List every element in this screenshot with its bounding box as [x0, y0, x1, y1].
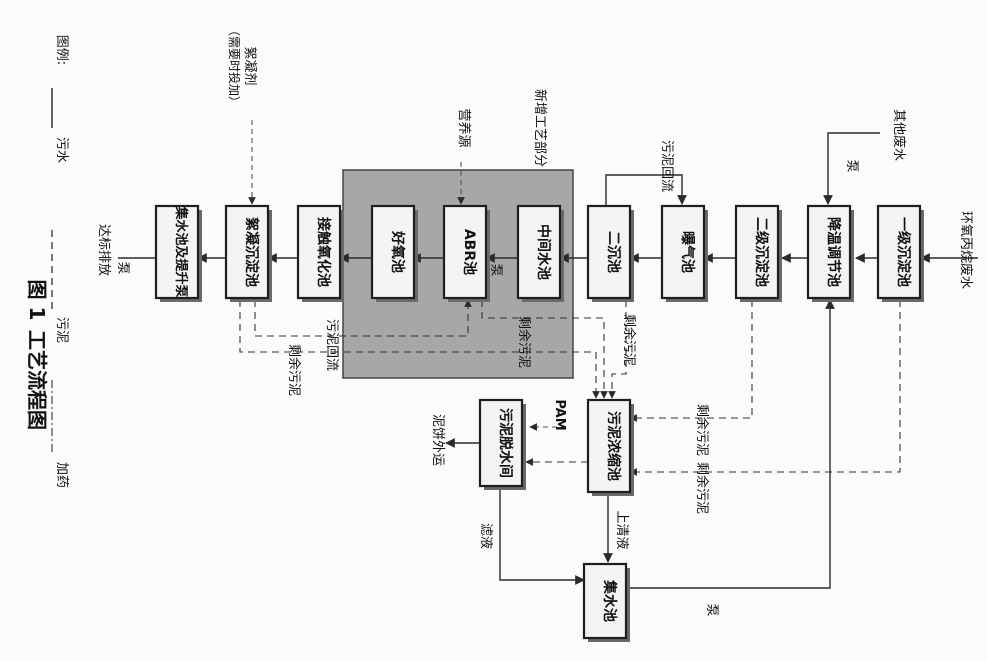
label-filtrate: 滤液	[478, 523, 493, 549]
label-pump-3: 泵	[115, 261, 130, 274]
label-cake-out: 泥饼外运	[430, 414, 445, 466]
box-contact-oxidation: 接触氧化池	[296, 204, 344, 302]
label-intermediate-tank: 中间水池	[535, 224, 552, 280]
label-sludge-thickener: 污泥浓缩池	[605, 411, 622, 481]
label-excess-sludge-4: 剩余污泥	[694, 404, 710, 456]
label-nutrient: 营养源	[456, 108, 472, 147]
box-abr-tank: ABR池	[442, 204, 490, 302]
filtrate-line	[499, 488, 585, 585]
label-excess-sludge-5: 剩余污泥	[694, 462, 710, 514]
label-pam: PAM	[552, 399, 567, 430]
label-contact-oxidation: 接触氧化池	[315, 217, 332, 287]
label-discharge: 达标排放	[96, 224, 111, 276]
label-sludge-return-1: 污泥回流	[659, 140, 674, 192]
label-excess-sludge-2: 剩余污泥	[621, 314, 637, 366]
label-pump-1: 泵	[844, 159, 859, 172]
box-coag-settling: 絮凝沉淀池	[224, 204, 272, 302]
label-aeration-tank: 曝气池	[679, 231, 696, 273]
label-sludge-dewatering: 污泥脱水间	[497, 408, 514, 478]
legend-item-sewage: 污水	[54, 137, 69, 163]
box-secondary-clarifier: 二级沉淀池	[734, 204, 782, 302]
legend-item-dosing: 加药	[54, 462, 69, 488]
label-pump-4: 泵	[704, 603, 719, 616]
figure-number: 图 1	[25, 280, 49, 321]
box-final-clarifier: 二沉池	[586, 204, 634, 302]
label-pump-2: 泵	[488, 263, 503, 276]
box-aeration-tank: 曝气池	[660, 204, 708, 302]
box-primary-clarifier: 一级沉淀池	[876, 204, 924, 302]
box-sludge-dewatering: 污泥脱水间	[478, 398, 526, 490]
sludge-return-loop	[605, 174, 687, 206]
label-collection-tank: 集水池	[601, 579, 618, 622]
other-wastewater-line	[823, 132, 880, 205]
label-flocculant-note: （需要时投加）	[227, 24, 242, 108]
label-other-wastewater: 其他废水	[891, 109, 907, 161]
label-flocculant: 絮凝剂	[242, 46, 258, 85]
collection-return-line	[628, 299, 835, 589]
label-final-clarifier: 二沉池	[605, 231, 622, 273]
label-primary-clarifier: 一级沉淀池	[895, 217, 912, 287]
figure-title: 工艺流程图	[25, 330, 49, 430]
box-collection-lift: 集水池及提升泵	[154, 204, 202, 302]
label-influent: 环氧丙烷废水	[958, 211, 974, 289]
legend: 图例: 污水 污泥 加药	[51, 35, 69, 488]
dosing-lines	[248, 120, 566, 431]
box-aerobic-tank: 好氧池	[370, 204, 418, 302]
box-collection-tank: 集水池	[582, 562, 630, 642]
box-intermediate-tank: 中间水池	[516, 204, 564, 302]
label-aerobic-tank: 好氧池	[389, 230, 406, 273]
label-collection-lift: 集水池及提升泵	[173, 205, 189, 297]
box-sludge-thickener: 污泥浓缩池	[586, 398, 634, 496]
label-sludge-return-2: 污泥回流	[324, 319, 339, 371]
label-supernatant: 上清液	[614, 510, 629, 549]
label-abr-tank: ABR池	[461, 229, 478, 275]
label-excess-sludge-3: 剩余污泥	[286, 344, 302, 396]
label-secondary-clarifier: 二级沉淀池	[753, 217, 770, 287]
legend-title: 图例:	[54, 35, 69, 65]
legend-item-sludge: 污泥	[54, 317, 69, 343]
box-cooling-tank: 降温调节池	[806, 204, 854, 302]
sludge-lines	[239, 299, 901, 476]
label-excess-sludge-1: 剩余污泥	[516, 316, 532, 368]
label-new-section: 新增工艺部分	[532, 89, 548, 167]
label-coag-settling: 絮凝沉淀池	[243, 217, 260, 287]
label-cooling-tank: 降温调节池	[825, 217, 842, 287]
